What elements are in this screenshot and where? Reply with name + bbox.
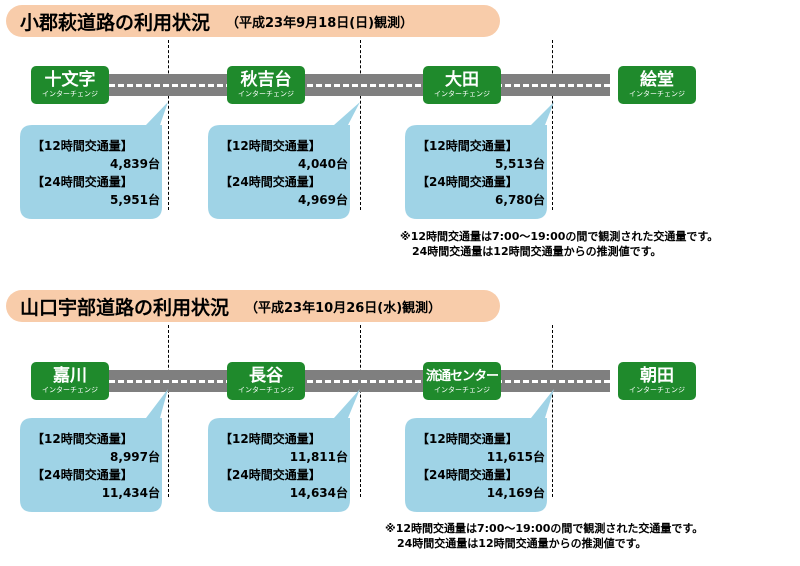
callout-shape <box>405 102 554 219</box>
traffic-12h-label: 【12時間交通量】 <box>220 432 321 446</box>
traffic-24h-value: 5,951台 <box>110 193 160 207</box>
traffic-24h-value: 11,434台 <box>101 486 160 500</box>
footnote: ※12時間交通量は7:00～19:00の間で観測された交通量です。 24時間交通… <box>385 521 703 551</box>
interchange-name: 長谷 <box>249 366 283 386</box>
interchange-sublabel: インターチェンジ <box>238 386 294 394</box>
interchange-name: 流通センター <box>425 369 499 384</box>
interchange-jumonji: 十文字 インターチェンジ <box>31 66 109 104</box>
callout-shape <box>405 389 554 512</box>
traffic-24h-label: 【24時間交通量】 <box>32 468 133 482</box>
traffic-24h-value: 14,634台 <box>289 486 348 500</box>
interchange-ryutsu-center: 流通センター インターチェンジ <box>423 362 501 400</box>
traffic-24h-label: 【24時間交通量】 <box>220 175 321 189</box>
divider-line <box>360 40 361 210</box>
interchange-ota: 大田 インターチェンジ <box>423 66 501 104</box>
road <box>100 74 610 96</box>
traffic-callout: 【12時間交通量】 11,811台 【24時間交通量】 14,634台 <box>208 389 360 512</box>
traffic-callout: 【12時間交通量】 5,513台 【24時間交通量】 6,780台 <box>405 102 554 219</box>
observation-date: （平成23年9月18日(日)観測） <box>226 15 414 31</box>
traffic-24h-value: 4,969台 <box>298 193 348 207</box>
interchange-sublabel: インターチェンジ <box>434 386 490 394</box>
traffic-callout: 【12時間交通量】 11,615台 【24時間交通量】 14,169台 <box>405 389 554 512</box>
traffic-24h-value: 6,780台 <box>495 193 545 207</box>
traffic-12h-label: 【12時間交通量】 <box>417 432 518 446</box>
divider-line <box>360 325 361 497</box>
observation-date: （平成23年10月26日(水)観測） <box>245 300 442 316</box>
divider-line <box>552 325 553 497</box>
footnote-line-2: 24時間交通量は12時間交通量からの推測値です。 <box>397 537 647 550</box>
interchange-name: 大田 <box>445 70 479 90</box>
section-yamaguchi-ube: 山口宇部道路の利用状況 （平成23年10月26日(水)観測） 嘉川 インターチェ… <box>0 285 800 566</box>
section-title-pill: 山口宇部道路の利用状況 （平成23年10月26日(水)観測） <box>6 290 500 322</box>
interchange-name: 嘉川 <box>53 366 87 386</box>
interchange-name: 朝田 <box>640 366 674 386</box>
traffic-24h-label: 【24時間交通量】 <box>32 175 133 189</box>
road-center-line <box>100 84 610 87</box>
interchange-kagawa: 嘉川 インターチェンジ <box>31 362 109 400</box>
section-title-pill: 小郡萩道路の利用状況 （平成23年9月18日(日)観測） <box>6 5 500 37</box>
traffic-24h-label: 【24時間交通量】 <box>220 468 321 482</box>
traffic-12h-value: 11,811台 <box>289 450 348 464</box>
interchange-name: 秋吉台 <box>240 70 292 90</box>
divider-line <box>552 40 553 210</box>
interchange-sublabel: インターチェンジ <box>434 90 490 98</box>
interchange-name: 十文字 <box>44 70 96 90</box>
traffic-12h-value: 5,513台 <box>495 157 545 171</box>
road <box>100 370 610 392</box>
divider-line <box>168 325 169 497</box>
divider-line <box>168 40 169 210</box>
traffic-12h-label: 【12時間交通量】 <box>220 139 321 153</box>
traffic-12h-value: 4,040台 <box>298 157 348 171</box>
callout-shape <box>20 102 168 219</box>
road-center-line <box>100 380 610 383</box>
interchange-akiyoshidai: 秋吉台 インターチェンジ <box>227 66 305 104</box>
footnote-line-1: ※12時間交通量は7:00～19:00の間で観測された交通量です。 <box>385 522 704 535</box>
traffic-24h-label: 【24時間交通量】 <box>417 468 518 482</box>
interchange-sublabel: インターチェンジ <box>629 90 685 98</box>
traffic-12h-value: 4,839台 <box>110 157 160 171</box>
traffic-12h-label: 【12時間交通量】 <box>32 139 133 153</box>
traffic-12h-label: 【12時間交通量】 <box>417 139 518 153</box>
interchange-asada: 朝田 インターチェンジ <box>618 362 696 400</box>
traffic-24h-label: 【24時間交通量】 <box>417 175 518 189</box>
footnote: ※12時間交通量は7:00～19:00の間で観測された交通量です。 24時間交通… <box>400 229 718 259</box>
traffic-12h-value: 11,615台 <box>486 450 545 464</box>
footnote-line-2: 24時間交通量は12時間交通量からの推測値です。 <box>412 245 662 258</box>
interchange-sublabel: インターチェンジ <box>42 90 98 98</box>
interchange-name: 絵堂 <box>640 70 674 90</box>
traffic-12h-label: 【12時間交通量】 <box>32 432 133 446</box>
interchange-edo: 絵堂 インターチェンジ <box>618 66 696 104</box>
interchange-sublabel: インターチェンジ <box>238 90 294 98</box>
traffic-callout: 【12時間交通量】 8,997台 【24時間交通量】 11,434台 <box>20 389 168 512</box>
traffic-24h-value: 14,169台 <box>486 486 545 500</box>
section-okori-hagi: 小郡萩道路の利用状況 （平成23年9月18日(日)観測） 十文字 インターチェン… <box>0 0 800 281</box>
traffic-callout: 【12時間交通量】 4,040台 【24時間交通量】 4,969台 <box>208 102 360 219</box>
callout-shape <box>208 102 360 219</box>
callout-shape <box>20 389 168 512</box>
traffic-callout: 【12時間交通量】 4,839台 【24時間交通量】 5,951台 <box>20 102 168 219</box>
interchange-nagatani: 長谷 インターチェンジ <box>227 362 305 400</box>
footnote-line-1: ※12時間交通量は7:00～19:00の間で観測された交通量です。 <box>400 230 719 243</box>
traffic-12h-value: 8,997台 <box>110 450 160 464</box>
section-title: 小郡萩道路の利用状況 <box>20 11 211 34</box>
callout-shape <box>208 389 360 512</box>
interchange-sublabel: インターチェンジ <box>629 386 685 394</box>
section-title: 山口宇部道路の利用状況 <box>20 296 230 319</box>
interchange-sublabel: インターチェンジ <box>42 386 98 394</box>
